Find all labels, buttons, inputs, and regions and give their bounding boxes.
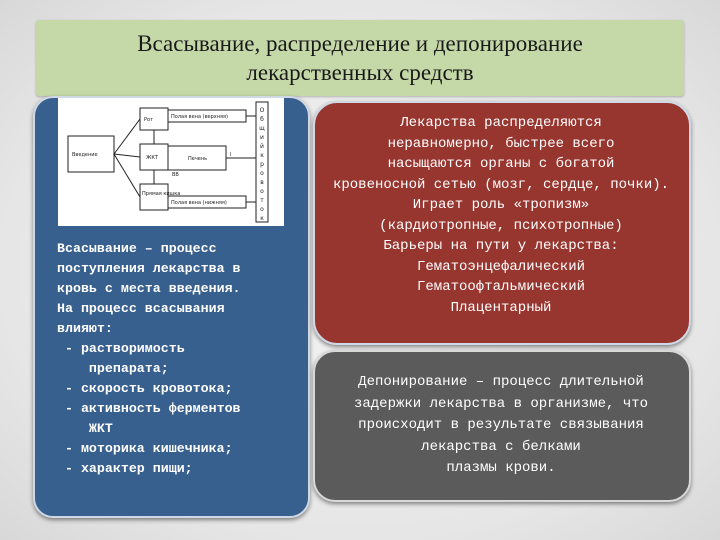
absorption-text: Всасывание – процесс поступления лекарст… [57, 239, 297, 479]
diagram-label-rot: Рот [144, 117, 153, 123]
diagram-column-letter: щ [259, 125, 265, 132]
diagram-label-vvedenie: Введение [72, 152, 98, 158]
deposition-line: происходит в результате связывания [358, 417, 644, 433]
diagram-label-pechen: Печень [188, 156, 207, 162]
absorption-line: препарата; [57, 361, 169, 376]
distribution-line: Гематоэнцефалический [416, 258, 586, 275]
distribution-line: Плацентарный [450, 299, 552, 316]
absorption-line: кровь с места введения. [57, 281, 241, 296]
deposition-line: плазмы крови. [446, 460, 556, 476]
deposition-line: задержки лекарства в организме, что [353, 395, 649, 412]
deposition-line: лекарства с белками [421, 438, 581, 455]
absorption-line: - моторика кишечника; [57, 441, 233, 456]
diagram-column-letter: б [260, 116, 264, 123]
absorption-line: - активность ферментов [57, 401, 241, 416]
distribution-panel [313, 101, 691, 345]
absorption-line: влияют: [57, 321, 113, 336]
distribution-line: Барьеры на пути у лекарства: [383, 238, 619, 254]
slide-title-line-1: Всасывание, распределение и депонировани… [137, 31, 583, 56]
diagram-column-letter: О [260, 107, 265, 114]
deposition-text: Депонирование – процесс длительной задер… [316, 372, 686, 480]
distribution-line: Лекарства распределяются [400, 115, 602, 131]
diagram-column-letter: к [260, 152, 264, 159]
diagram-label-l: I [230, 152, 231, 158]
diagram-column-letter: в [260, 179, 264, 186]
diagram-label-vena-top: Полая вена (верхняя) [171, 114, 228, 120]
absorption-line: На процесс всасывания [57, 301, 225, 316]
diagram-column-letter: р [260, 161, 264, 168]
distribution-line: Играет роль «тропизм» [412, 197, 590, 213]
diagram-column-letter: о [260, 170, 264, 177]
absorption-diagram: Введение Рот ЖКТ Прямая кишка Печень Пол… [58, 98, 284, 226]
slide-title-line-2: лекарственных средств [246, 60, 474, 85]
diagram-column-letter: и [260, 134, 264, 141]
absorption-line: Всасывание – процесс [57, 241, 217, 256]
diagram-label-vv: ВВ [172, 172, 179, 178]
diagram-label-vena-bottom: Полая вена (нижняя) [171, 200, 227, 206]
diagram-label-pryamaya: Прямая кишка [142, 191, 180, 197]
diagram-box-column [255, 101, 269, 223]
distribution-line: (кардиотропные, психотропные) [379, 217, 623, 234]
distribution-text: Лекарства распределяются неравномерно, б… [316, 113, 686, 318]
absorption-line: ЖКТ [57, 421, 113, 436]
absorption-line: - характер пищи; [57, 461, 193, 476]
diagram-label-zhkt: ЖКТ [146, 155, 159, 161]
diagram-column-letter: о [260, 206, 264, 213]
distribution-line: насыщаются органы с богатой [387, 156, 615, 172]
diagram-figure: Введение Рот ЖКТ Прямая кишка Печень Пол… [67, 101, 269, 223]
distribution-line: Гематоофтальмический [416, 279, 586, 295]
distribution-line: кровеносной сетью (мозг, сердце, почки). [332, 176, 670, 193]
diagram-column-letters: О б щ и й к р о в о т о к [259, 107, 265, 222]
diagram-column-letter: т [260, 197, 264, 204]
diagram-column-letter: к [260, 215, 264, 222]
diagram-column-letter: о [260, 188, 264, 195]
distribution-line: неравномерно, быстрее всего [387, 135, 615, 152]
absorption-line: поступления лекарства в [57, 261, 241, 276]
deposition-panel [313, 350, 691, 502]
absorption-line: - скорость кровотока; [57, 381, 233, 396]
diagram-column-letter: й [260, 143, 264, 150]
title-banner: Всасывание, распределение и депонировани… [36, 20, 684, 96]
deposition-line: Депонирование – процесс длительной [358, 374, 644, 390]
diagram-box-pryamaya [139, 183, 169, 211]
absorption-line: - растворимость [57, 341, 185, 356]
